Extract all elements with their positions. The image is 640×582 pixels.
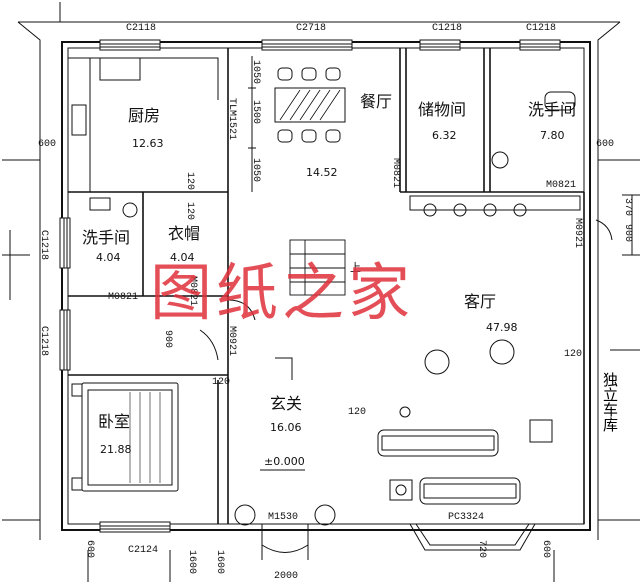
room-area-entry: 16.06 — [270, 421, 302, 434]
dim-600-tr: 600 — [596, 139, 615, 150]
eave-line-left — [17, 21, 41, 540]
dim-1600-a: 1600 — [186, 550, 197, 575]
chairs — [277, 67, 341, 143]
stair — [289, 239, 346, 296]
window-code-c2118: C2118 — [126, 23, 157, 34]
door-code-m1530: M1530 — [268, 512, 299, 523]
room-name-kitchen: 厨房 — [128, 106, 161, 125]
door-code-m0921-right: M0921 — [572, 218, 583, 249]
dim-120-c: 120 — [348, 407, 367, 418]
watermark: 图纸之家 — [150, 256, 415, 329]
dim-900-b: 900 — [622, 224, 633, 243]
dim-1600-b: 1600 — [214, 550, 225, 575]
room-area-dining: 14.52 — [306, 166, 338, 179]
stair-up-mark: 上 — [350, 261, 361, 274]
room-area-bedroom: 21.88 — [100, 443, 132, 456]
room-name-bedroom: 卧室 — [98, 412, 131, 431]
sofa — [377, 429, 499, 457]
door-code-m0821-bath: M0821 — [546, 180, 577, 191]
dim-1500: 1500 — [250, 100, 261, 125]
dim-120-a: 120 — [184, 172, 195, 191]
room-area-bath-left: 4.04 — [96, 251, 121, 264]
door-code-m0821-closet: M0821 — [187, 276, 198, 307]
door-code-m0821-storage: M0821 — [390, 158, 401, 189]
room-name-garage: 独立车库 — [601, 372, 619, 432]
floor-level-mark: ±0.000 — [264, 455, 305, 468]
dim-600-tl: 600 — [38, 139, 57, 150]
room-name-living: 客厅 — [464, 292, 497, 311]
dim-120-e: 120 — [212, 377, 231, 388]
dim-720: 720 — [476, 540, 487, 559]
bed — [81, 382, 179, 492]
dining-table — [274, 87, 346, 123]
room-name-bath-left: 洗手间 — [82, 228, 131, 247]
dim-600-br: 600 — [540, 540, 551, 559]
room-name-entry: 玄关 — [270, 394, 303, 413]
dim-1050-b: 1050 — [250, 158, 261, 183]
room-area-storage: 6.32 — [432, 129, 457, 142]
room-area-bath-right: 7.80 — [540, 129, 565, 142]
dim-600-bl: 600 — [84, 540, 95, 559]
window-code-c1218-b: C1218 — [526, 23, 557, 34]
interior-walls — [68, 48, 591, 524]
room-name-storage: 储物间 — [418, 100, 467, 119]
window-code-c1218-left-a: C1218 — [38, 230, 49, 261]
room-name-closet: 衣帽 — [168, 224, 201, 243]
room-area-living: 47.98 — [486, 321, 518, 334]
dim-2000: 2000 — [274, 571, 299, 582]
room-area-kitchen: 12.63 — [132, 137, 164, 150]
window-code-c2124: C2124 — [128, 545, 159, 556]
door-code-m0921-entry: M0921 — [226, 326, 237, 357]
dim-1050-a: 1050 — [250, 60, 261, 85]
window-code-c2718: C2718 — [296, 23, 327, 34]
dim-370: 370 — [622, 198, 633, 217]
window-marks — [59, 39, 561, 533]
window-code-c1218-a: C1218 — [432, 23, 463, 34]
dim-900-a: 900 — [162, 330, 173, 349]
dim-120-d: 120 — [564, 349, 583, 360]
window-code-c1218-left-b: C1218 — [38, 326, 49, 357]
window-code-pc3324: PC3324 — [448, 512, 485, 523]
room-area-closet: 4.04 — [170, 251, 195, 264]
room-name-dining: 餐厅 — [360, 92, 393, 111]
eave-line-right — [597, 21, 621, 540]
door-code-m0821-left: M0821 — [108, 292, 139, 303]
dim-120-b: 120 — [184, 202, 195, 221]
room-name-bath-right: 洗手间 — [528, 100, 577, 119]
door-code-tlm1521: TLM1521 — [226, 98, 237, 141]
